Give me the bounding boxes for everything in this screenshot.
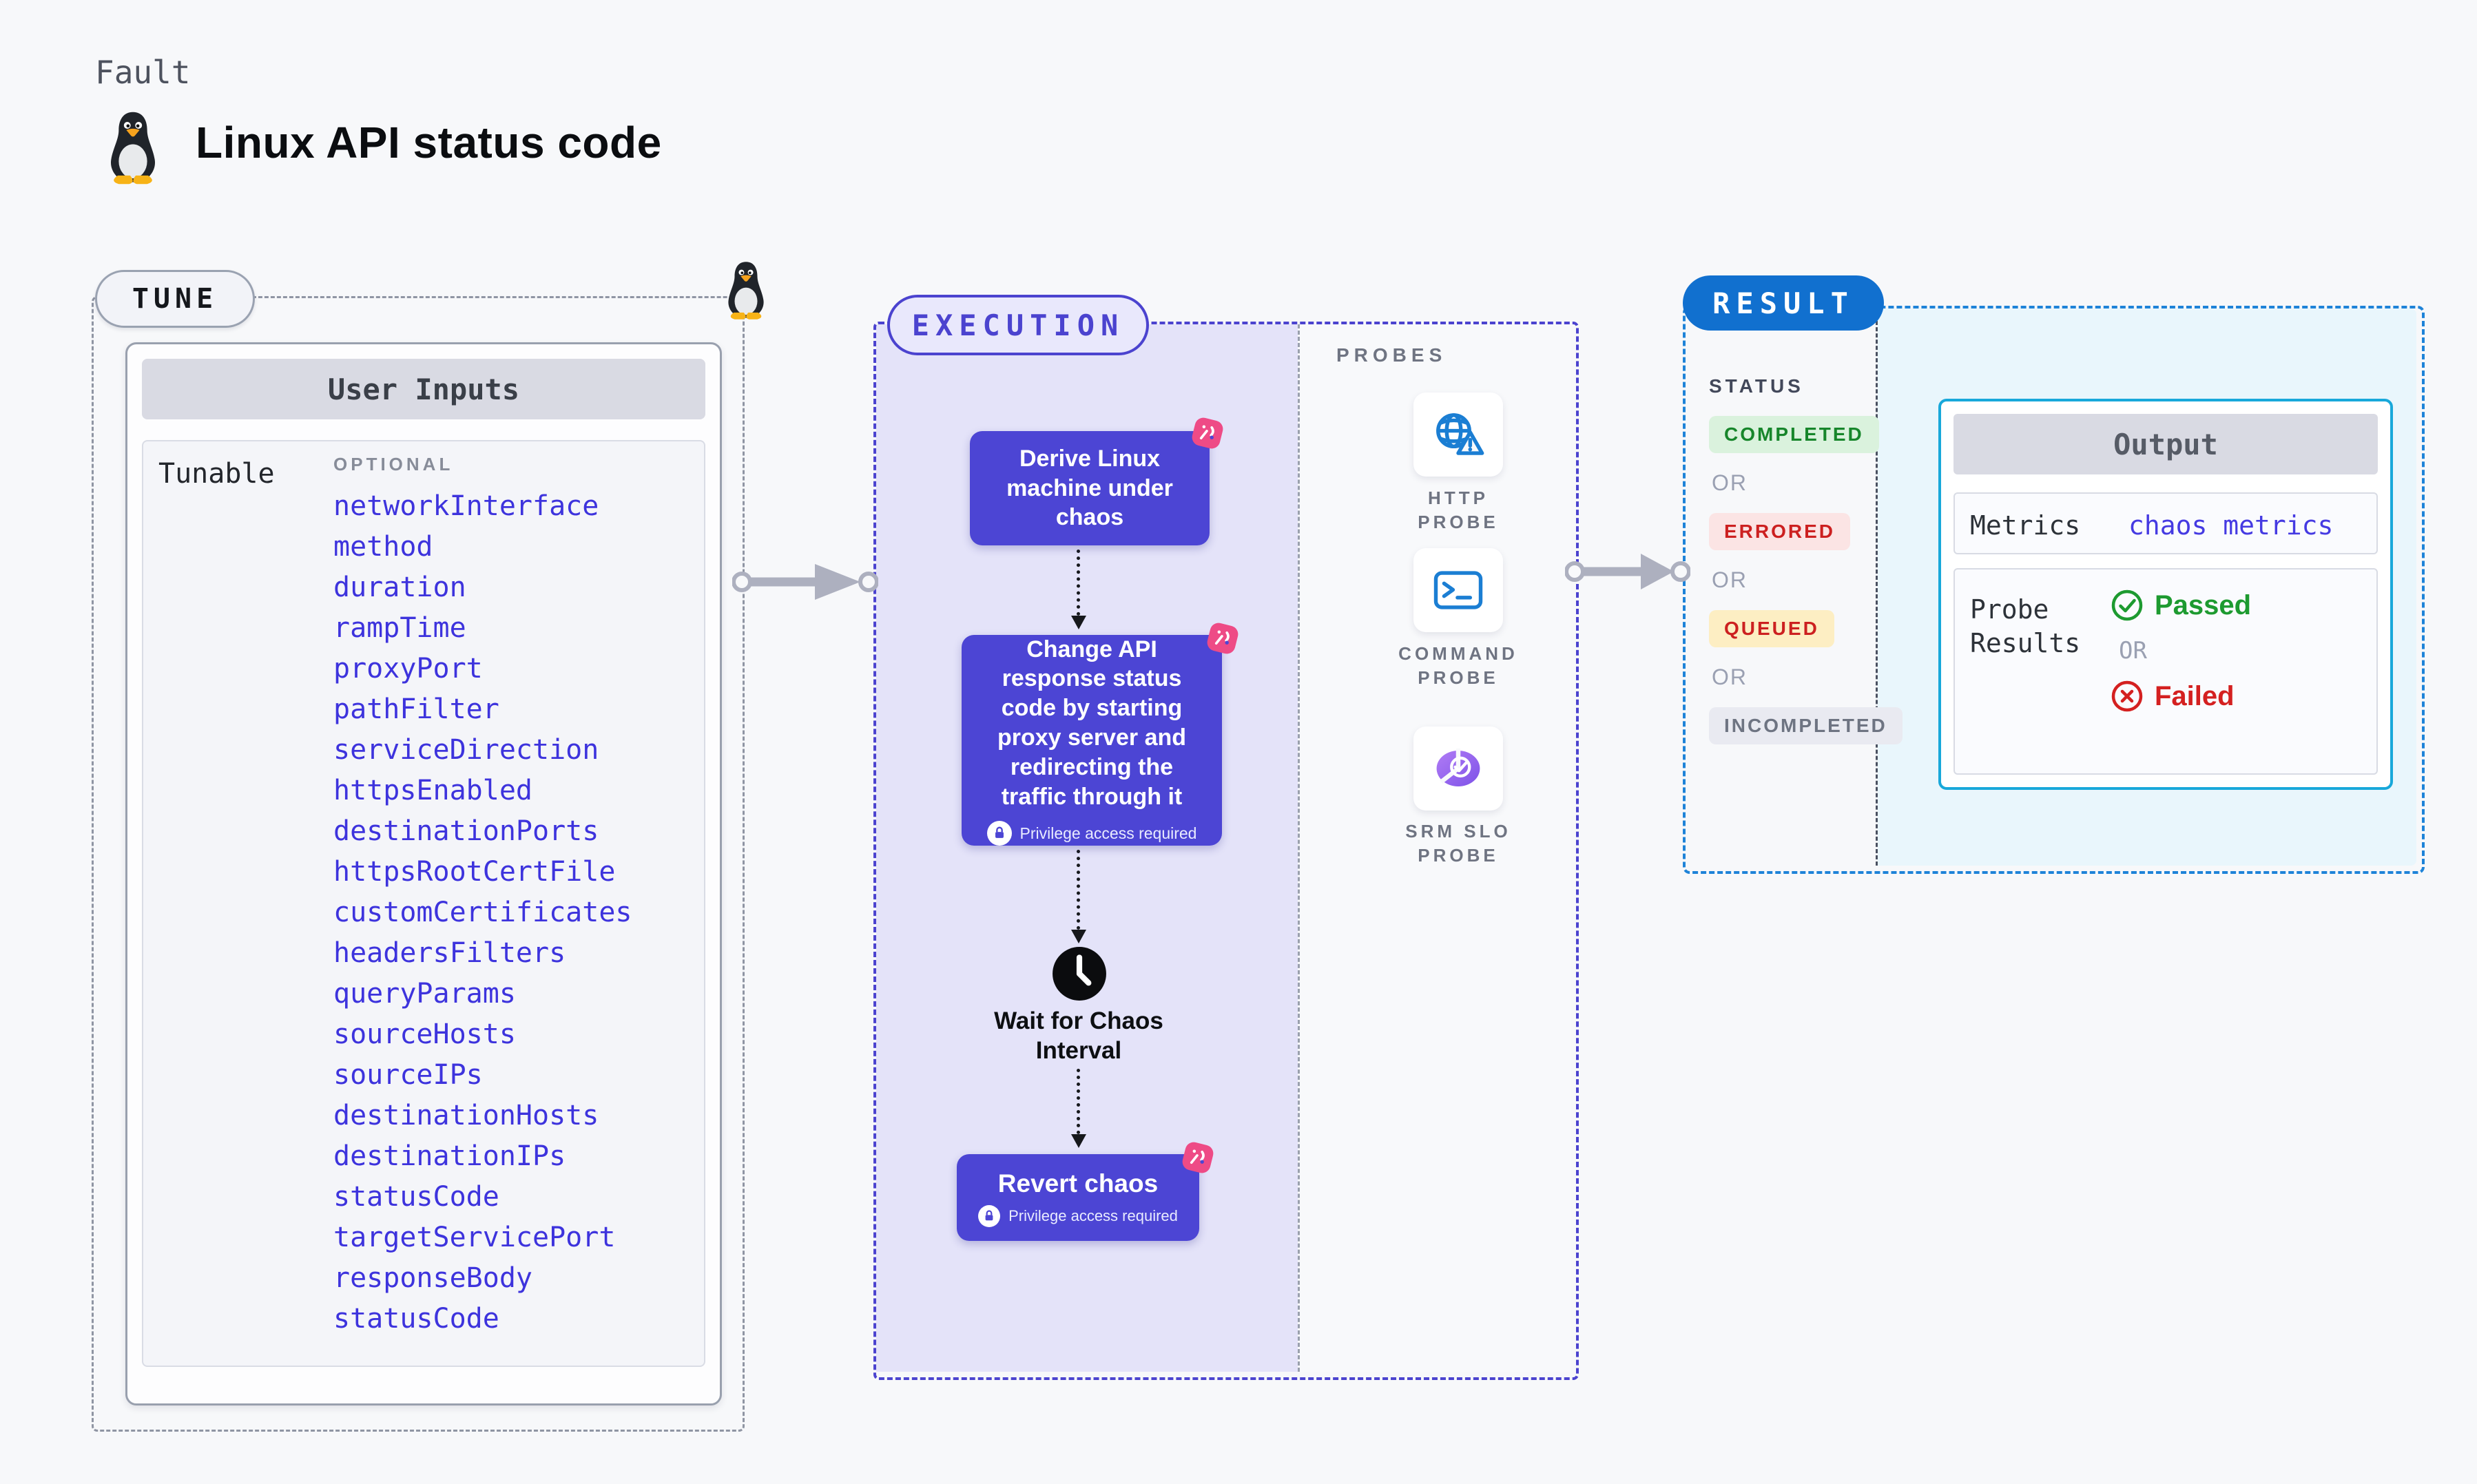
param-item: pathFilter: [333, 693, 499, 725]
linux-tux-icon-small: [721, 260, 771, 321]
lock-icon: [986, 821, 1012, 846]
status-label: STATUS: [1709, 375, 1804, 397]
or-label: OR: [1712, 665, 1748, 689]
status-errored-badge: ERRORED: [1709, 513, 1851, 550]
probes-section-label: PROBES: [1336, 344, 1447, 366]
param-item: rampTime: [333, 612, 466, 644]
flow-connector: [1077, 550, 1080, 616]
execution-to-result-arrow: [1565, 554, 1690, 589]
user-inputs-card: User Inputs Tunable OPTIONAL networkInte…: [125, 342, 722, 1405]
chaos-icon: [1175, 1135, 1221, 1180]
param-item: destinationPorts: [333, 815, 599, 847]
lock-icon: [978, 1205, 1001, 1228]
step-label: Change API response status code by start…: [997, 636, 1187, 810]
metrics-row: Metrics chaos metrics: [1953, 492, 2378, 554]
flow-connector: [1077, 850, 1080, 930]
slo-pie-icon: [1431, 746, 1485, 791]
wait-chaos-interval-label: Wait for Chaos Interval: [994, 1007, 1163, 1064]
linux-tux-icon: [101, 110, 165, 186]
status-column: STATUS COMPLETED OR ERRORED OR QUEUED OR…: [1709, 375, 1903, 744]
http-probe-card: [1413, 393, 1503, 477]
terminal-icon: [1431, 566, 1485, 614]
result-divider: [1876, 309, 1878, 866]
x-circle-icon: [2111, 680, 2144, 713]
srm-slo-probe-card: [1413, 727, 1503, 811]
status-incompleted-badge: INCOMPLETED: [1709, 707, 1903, 744]
probe-results-label: Probe Results: [1970, 594, 2081, 659]
status-completed-badge: COMPLETED: [1709, 416, 1879, 453]
step-revert-chaos: Revert chaos Privilege access required: [957, 1154, 1199, 1241]
param-item: sourceHosts: [333, 1018, 516, 1050]
param-item: statusCode: [333, 1303, 499, 1335]
step-label: Revert chaos: [997, 1169, 1159, 1198]
status-queued-badge: QUEUED: [1709, 610, 1834, 647]
user-inputs-title: User Inputs: [142, 359, 705, 419]
tune-to-execution-arrow: [732, 564, 878, 600]
chaos-icon: [1200, 616, 1245, 661]
or-label: OR: [1712, 567, 1748, 592]
param-item: queryParams: [333, 978, 516, 1010]
probe-results-row: Probe Results Passed OR Failed: [1953, 568, 2378, 775]
passed-verdict: Passed: [2111, 589, 2251, 622]
clock-icon: [1051, 945, 1108, 1002]
fault-kicker: Fault: [95, 54, 191, 91]
chaos-icon: [1185, 410, 1230, 456]
command-probe-card: [1413, 548, 1503, 632]
metrics-label: Metrics: [1970, 510, 2081, 541]
or-label: OR: [1712, 470, 1748, 495]
flow-arrowhead-icon: [1071, 1134, 1086, 1148]
param-item: proxyPort: [333, 653, 483, 684]
command-probe-label: COMMAND PROBE: [1398, 643, 1518, 688]
step-change-status-code: Change API response status code by start…: [962, 635, 1222, 846]
srm-slo-probe-label: SRM SLO PROBE: [1405, 821, 1511, 866]
optional-label: OPTIONAL: [333, 454, 454, 474]
result-badge: RESULT: [1683, 275, 1884, 331]
flow-connector: [1077, 1069, 1080, 1134]
tunable-row-label: Tunable: [158, 458, 275, 490]
param-item: method: [333, 531, 433, 563]
param-item: httpsRootCertFile: [333, 856, 616, 888]
param-item: serviceDirection: [333, 734, 599, 766]
param-item: httpsEnabled: [333, 775, 532, 806]
param-item: duration: [333, 572, 466, 603]
output-card: Output Metrics chaos metrics Probe Resul…: [1938, 399, 2393, 790]
step-label: Derive Linux machine under chaos: [1006, 445, 1173, 531]
privilege-note: Privilege access required: [986, 821, 1196, 846]
param-item: destinationHosts: [333, 1100, 599, 1131]
execution-badge: EXECUTION: [887, 295, 1149, 355]
page-title: Linux API status code: [196, 118, 662, 167]
probes-area: [1298, 324, 1571, 1372]
flow-arrowhead-icon: [1071, 930, 1086, 943]
step-derive-machine: Derive Linux machine under chaos: [970, 431, 1210, 545]
param-item: responseBody: [333, 1262, 532, 1294]
failed-verdict: Failed: [2111, 680, 2251, 713]
http-probe-label: HTTP PROBE: [1418, 488, 1499, 532]
param-item: sourceIPs: [333, 1059, 483, 1091]
result-section-box: [1683, 306, 2425, 874]
or-label: OR: [2119, 637, 2147, 665]
tune-section-box: [92, 296, 745, 1432]
param-item: statusCode: [333, 1181, 499, 1213]
check-circle-icon: [2111, 589, 2144, 622]
metrics-value: chaos metrics: [2128, 510, 2334, 541]
param-item: targetServicePort: [333, 1222, 616, 1253]
tune-badge: TUNE: [95, 270, 255, 328]
output-title: Output: [1953, 414, 2378, 474]
param-item: headersFilters: [333, 937, 566, 969]
param-item: customCertificates: [333, 897, 632, 928]
flow-arrowhead-icon: [1071, 616, 1086, 629]
probe-verdicts: Passed OR Failed: [2111, 589, 2251, 713]
param-item: destinationIPs: [333, 1140, 566, 1172]
tunables-list-panel: Tunable OPTIONAL networkInterface method…: [142, 440, 705, 1367]
privilege-note: Privilege access required: [978, 1205, 1178, 1228]
globe-alert-icon: [1431, 410, 1485, 459]
param-item: networkInterface: [333, 490, 599, 522]
tunable-params: networkInterface method duration rampTim…: [333, 492, 632, 1333]
execution-section-box: [873, 322, 1579, 1380]
